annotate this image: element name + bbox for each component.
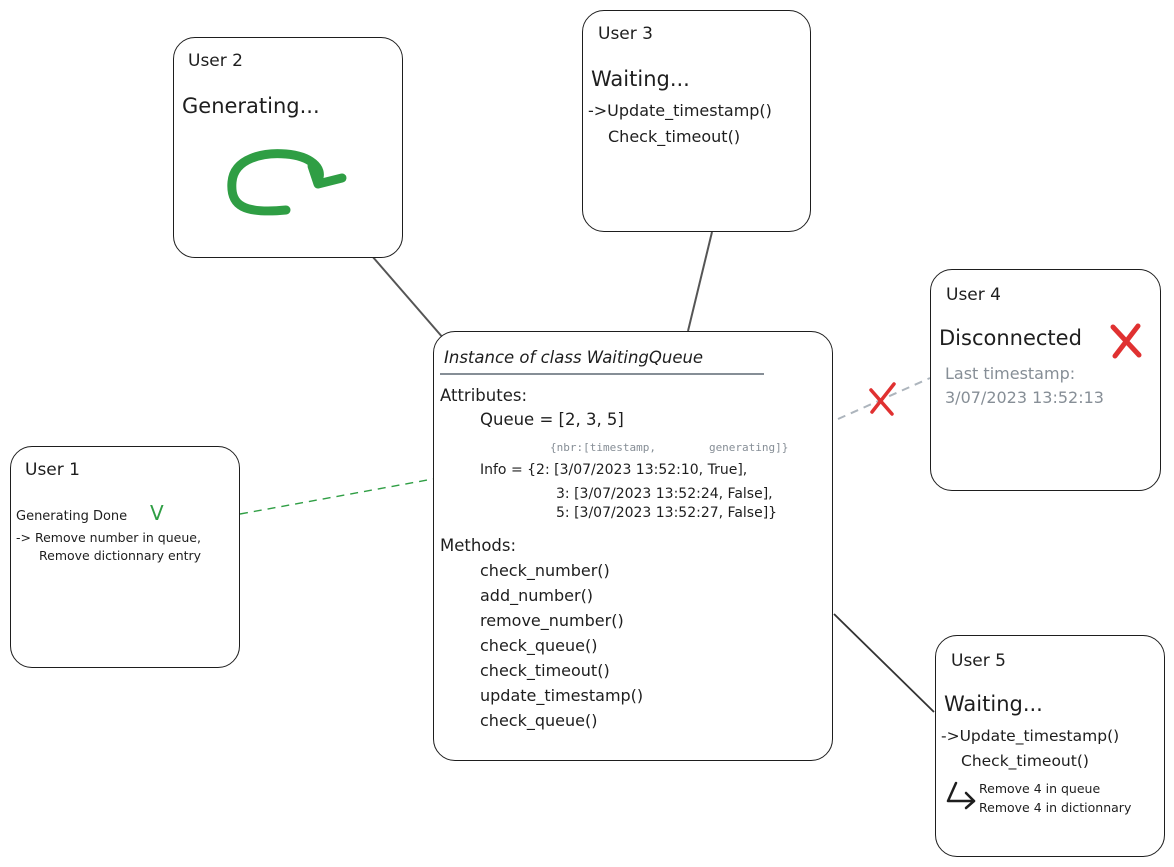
connector-user5-main <box>833 613 935 713</box>
user3-status: Waiting... <box>591 67 690 91</box>
connector-x-mark-icon <box>869 382 896 416</box>
user1-card: User 1 Generating Done V -> Remove numbe… <box>10 446 240 668</box>
user3-label: User 3 <box>598 24 653 44</box>
user5-status: Waiting... <box>944 692 1043 716</box>
method-item: check_number() <box>480 561 610 580</box>
user5-card: User 5 Waiting... ->Update_timestamp() C… <box>935 635 1165 857</box>
user5-line-1: ->Update_timestamp() <box>941 727 1120 745</box>
user1-line-1: -> Remove number in queue, <box>16 530 201 545</box>
class-title: Instance of class WaitingQueue <box>444 348 704 367</box>
connector-user4-main <box>837 377 931 420</box>
user2-status: Generating... <box>182 94 320 118</box>
user3-card: User 3 Waiting... ->Update_timestamp() C… <box>582 10 811 232</box>
method-item: check_queue() <box>480 636 598 655</box>
user5-note-2: Remove 4 in dictionnary <box>979 800 1132 815</box>
info-format-hint: {nbr:[timestamp, generating]} <box>550 441 789 454</box>
user5-label: User 5 <box>951 651 1006 671</box>
attributes-label: Attributes: <box>440 386 528 405</box>
user1-label: User 1 <box>25 460 80 480</box>
user4-last-value: 3/07/2023 13:52:13 <box>945 388 1104 407</box>
method-item: check_timeout() <box>480 661 610 680</box>
method-item: remove_number() <box>480 611 624 630</box>
user1-status: Generating Done <box>16 509 128 524</box>
connector-user2-main <box>371 255 445 340</box>
connector-user3-main <box>687 231 713 332</box>
user2-card: User 2 Generating... <box>173 37 403 258</box>
user3-line-1: ->Update_timestamp() <box>588 101 772 120</box>
waiting-queue-class-card: Instance of class WaitingQueue Attribute… <box>433 331 833 761</box>
user1-line-2: Remove dictionnary entry <box>39 548 202 563</box>
user5-note-1: Remove 4 in queue <box>979 781 1101 796</box>
refresh-arrow-icon <box>227 149 347 216</box>
info-line-1: Info = {2: [3/07/2023 13:52:10, True], <box>480 462 748 478</box>
method-item: add_number() <box>480 586 594 605</box>
method-item: check_queue() <box>480 711 598 730</box>
info-line-2: 3: [3/07/2023 13:52:24, False], <box>556 486 773 502</box>
title-underline <box>440 373 764 375</box>
method-item: update_timestamp() <box>480 686 644 705</box>
user4-label: User 4 <box>946 285 1001 305</box>
user3-line-2: Check_timeout() <box>608 127 741 146</box>
connector-user1-main <box>239 478 434 515</box>
queue-attribute: Queue = [2, 3, 5] <box>480 410 624 429</box>
user5-line-2: Check_timeout() <box>961 752 1089 770</box>
x-mark-icon <box>1110 323 1142 359</box>
user4-card: User 4 Disconnected Last timestamp: 3/07… <box>930 269 1161 491</box>
check-icon: V <box>150 501 164 525</box>
return-arrow-icon <box>946 781 976 810</box>
user2-label: User 2 <box>188 51 243 71</box>
user4-status: Disconnected <box>939 326 1082 350</box>
info-line-3: 5: [3/07/2023 13:52:27, False]} <box>556 505 778 521</box>
user4-last-label: Last timestamp: <box>945 364 1076 383</box>
methods-label: Methods: <box>440 536 517 555</box>
